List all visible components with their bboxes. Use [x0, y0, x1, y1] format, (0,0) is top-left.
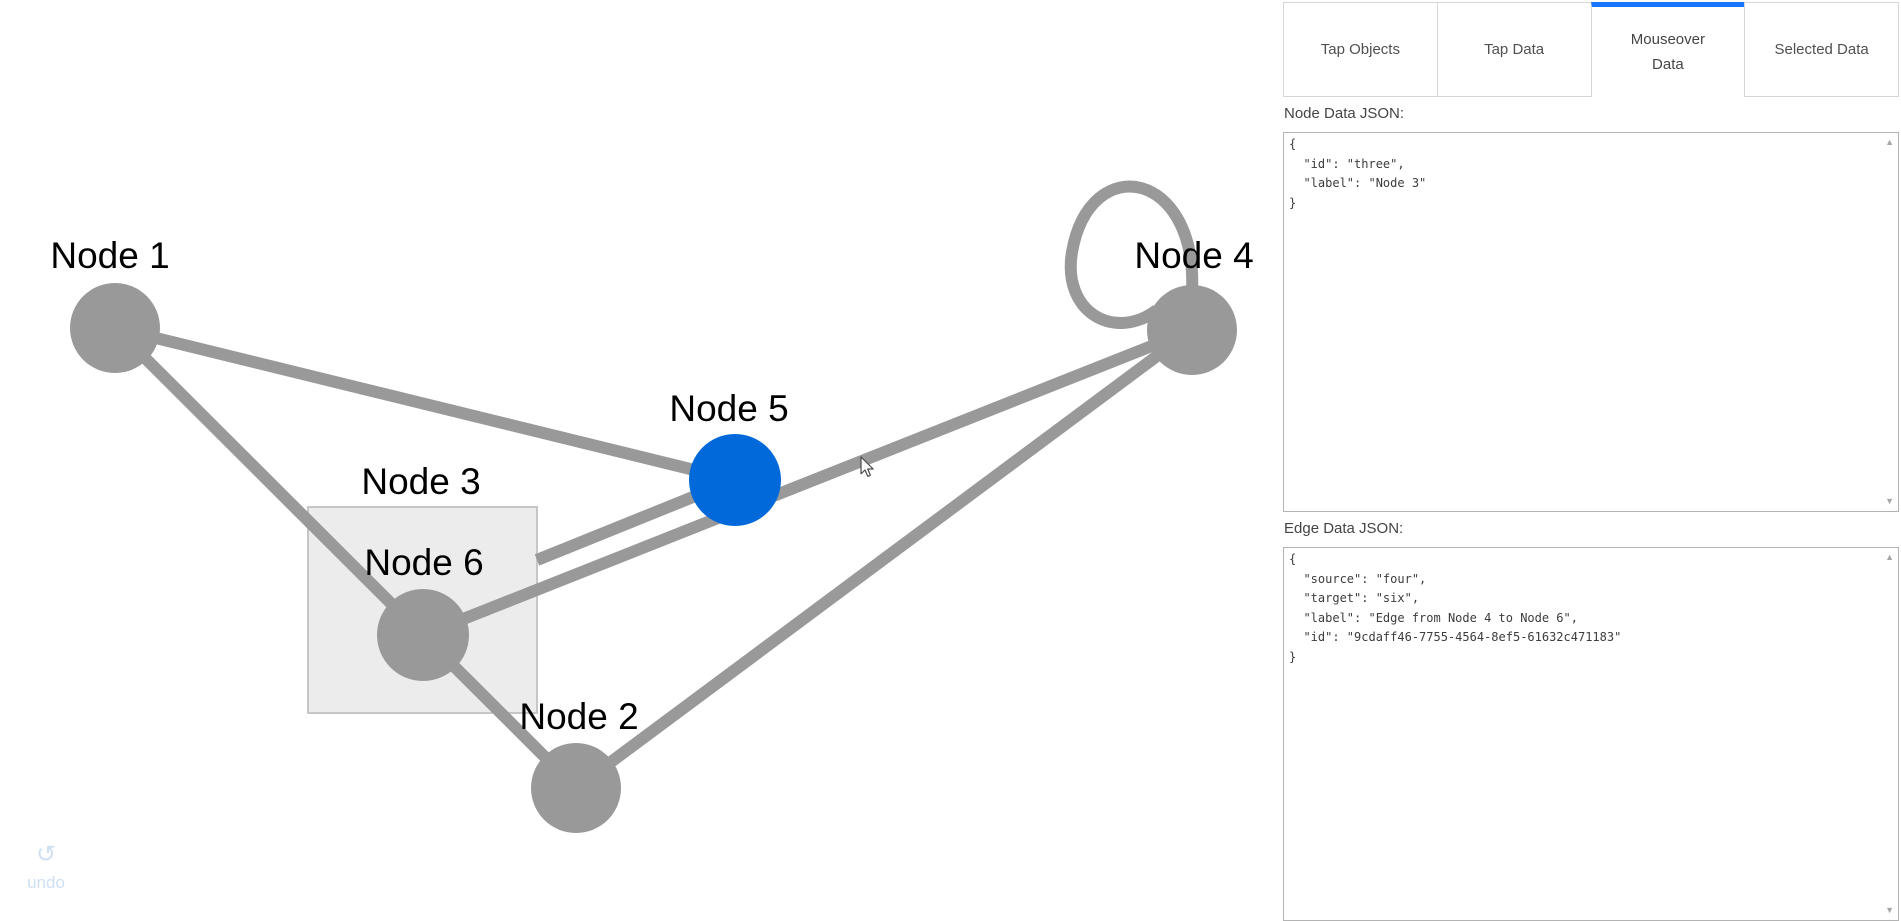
tab-bar: Tap Objects Tap Data Mouseover Data Sele…	[1283, 2, 1899, 97]
mouse-cursor-icon	[860, 456, 874, 477]
tab-mouseover-data-label: Mouseover Data	[1630, 31, 1705, 73]
edge-data-json-heading: Edge Data JSON:	[1284, 520, 1404, 537]
node-five-label: Node 5	[669, 388, 788, 429]
tab-tap-data-label: Tap Data	[1484, 41, 1545, 58]
node-four-label: Node 4	[1134, 235, 1253, 276]
edge-four-six[interactable]	[420, 324, 1195, 641]
node-five-selected[interactable]	[689, 434, 781, 526]
node-six[interactable]	[377, 589, 469, 681]
node-one[interactable]	[70, 283, 160, 373]
tab-tap-objects[interactable]: Tap Objects	[1283, 2, 1438, 97]
undo-control[interactable]: ↺ undo	[22, 841, 70, 892]
undo-label[interactable]: undo	[27, 873, 65, 892]
node-four[interactable]	[1147, 285, 1237, 375]
node-one-label: Node 1	[50, 235, 169, 276]
inspector-panel: Tap Objects Tap Data Mouseover Data Sele…	[1283, 0, 1899, 921]
edge-data-json-textarea[interactable]: { "source": "four", "target": "six", "la…	[1283, 547, 1899, 921]
tab-selected-data[interactable]: Selected Data	[1744, 2, 1899, 97]
node-data-json-heading: Node Data JSON:	[1284, 105, 1405, 122]
node-data-json-textarea[interactable]: { "id": "three", "label": "Node 3" }	[1283, 132, 1899, 512]
node-three-label: Node 3	[361, 461, 480, 502]
node-two-label: Node 2	[519, 696, 638, 737]
tab-selected-data-label: Selected Data	[1774, 41, 1869, 58]
edge-one-five[interactable]	[113, 322, 737, 486]
edge-one-two[interactable]	[110, 323, 581, 793]
node-six-label: Node 6	[364, 542, 483, 583]
edge-two-four[interactable]	[572, 325, 1196, 793]
tab-tap-objects-label: Tap Objects	[1320, 41, 1400, 58]
node-two[interactable]	[531, 743, 621, 833]
undo-icon[interactable]: ↺	[35, 841, 57, 868]
edge-data-json-wrap: { "source": "four", "target": "six", "la…	[1283, 547, 1899, 921]
tab-tap-data[interactable]: Tap Data	[1436, 2, 1592, 97]
node-data-json-wrap: { "id": "three", "label": "Node 3" } ▲ ▼	[1283, 132, 1899, 512]
cytoscape-graph[interactable]: Node 1 Node 2 Node 3 Node 4 Node 5 Node …	[0, 0, 1280, 921]
tab-mouseover-data[interactable]: Mouseover Data	[1590, 2, 1746, 97]
edge-four-self-loop[interactable]	[1064, 180, 1199, 329]
